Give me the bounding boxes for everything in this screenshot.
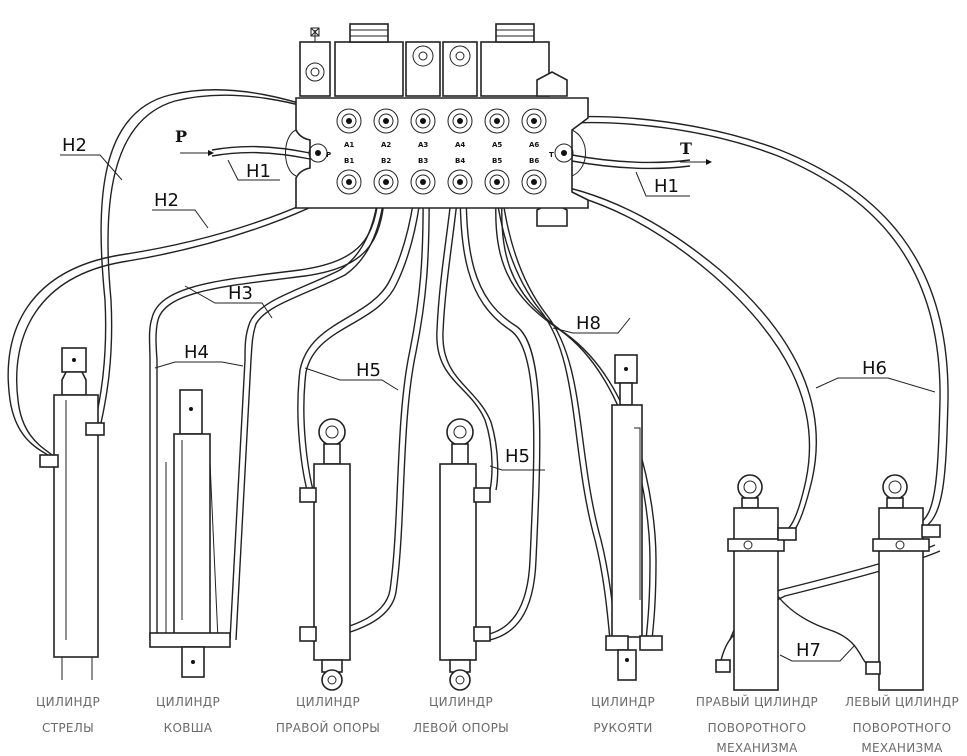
caption-right-outrigger-line1: ЦИЛИНДР [296,695,360,709]
right-outrigger-cylinder [299,418,351,691]
caption-left-outrigger-line2: ЛЕВОЙ ОПОРЫ [413,720,509,735]
hose-label-h5-left: H5 [356,360,381,381]
caption-bucket-line1: ЦИЛИНДР [156,695,220,709]
caption-stick-line1: ЦИЛИНДР [591,695,655,709]
ports-bottom: B1 B2 B3 B4 B5 B6 [336,157,547,195]
hose-label-h2-bottom: H2 [154,190,179,211]
caption-right-swing-line3: МЕХАНИЗМА [716,741,798,755]
hose-label-h1-right: H1 [654,176,679,197]
caption-left-swing-line3: МЕХАНИЗМА [861,741,943,755]
stick-cylinder [605,354,663,681]
port-label-p: P [326,151,331,159]
port-label-t: T [549,151,554,159]
port-label-b2: B2 [381,157,391,165]
flow-outlet-label: T [680,139,692,158]
caption-boom-line2: СТРЕЛЫ [42,721,94,735]
cylinder-captions: ЦИЛИНДР СТРЕЛЫ ЦИЛИНДР КОВША ЦИЛИНДР ПРА… [36,694,959,755]
caption-bucket-line2: КОВША [164,721,213,735]
port-label-a2: A2 [381,141,391,149]
port-label-b1: B1 [344,157,354,165]
hose-label-h7: H7 [796,640,821,661]
caption-stick-line2: РУКОЯТИ [593,721,652,735]
right-swing-cylinder [715,474,797,691]
caption-right-outrigger-line2: ПРАВОЙ ОПОРЫ [276,720,380,735]
caption-right-swing-line2: ПОВОРОТНОГО [708,721,807,735]
caption-boom-line1: ЦИЛИНДР [36,695,100,709]
caption-right-swing-line1: ПРАВЫЙ ЦИЛИНДР [696,694,818,709]
port-label-a6: A6 [529,141,539,149]
hose-label-h4: H4 [184,342,209,363]
left-outrigger-cylinder [439,418,491,691]
port-label-a3: A3 [418,141,428,149]
hose-labels: H1 H1 H2 H2 H3 H4 H5 H5 H8 H6 H7 [60,135,936,662]
caption-left-swing-line2: ПОВОРОТНОГО [853,721,952,735]
port-label-b6: B6 [529,157,539,165]
hose-label-h2-top: H2 [62,135,87,156]
port-label-b3: B3 [418,157,428,165]
port-label-b4: B4 [455,157,465,165]
hose-label-h8: H8 [576,313,601,334]
bucket-cylinder [149,389,231,678]
port-label-b5: B5 [492,157,502,165]
port-label-a5: A5 [492,141,502,149]
hose-label-h5-right: H5 [505,446,530,467]
left-swing-cylinder [865,474,941,691]
caption-left-outrigger-line1: ЦИЛИНДР [429,695,493,709]
hose-label-h1-left: H1 [246,161,271,182]
boom-cylinder [39,347,105,680]
control-valve: A1 A2 A3 A4 A5 A6 B1 B2 B3 B4 B5 B6 [285,23,589,227]
hose-label-h6: H6 [862,358,887,379]
flow-inlet-label: P [175,127,187,146]
port-label-a4: A4 [455,141,465,149]
caption-left-swing-line1: ЛЕВЫЙ ЦИЛИНДР [845,694,959,709]
port-label-a1: A1 [344,141,354,149]
ports-top: A1 A2 A3 A4 A5 A6 [336,108,547,149]
flow-arrows: P T [175,127,712,165]
hose-label-h3: H3 [228,283,253,304]
